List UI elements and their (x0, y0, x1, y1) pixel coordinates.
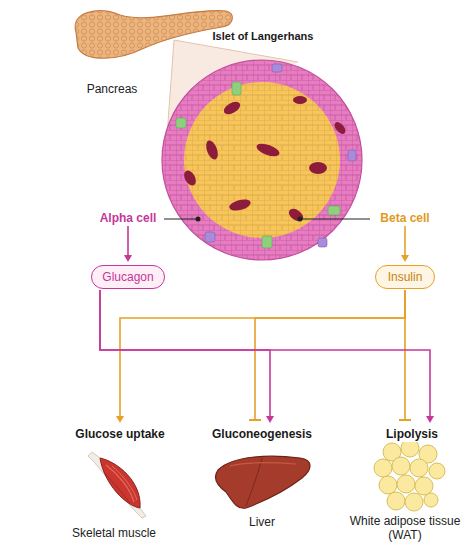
inhibit-bar (249, 419, 261, 421)
muscle-illustration (88, 452, 146, 518)
organ-label: Pancreas (67, 82, 157, 96)
node-text: Glucagon (102, 270, 153, 284)
node-text: Lipolysis (386, 427, 438, 441)
node-text: Insulin (388, 270, 423, 284)
node-text: Beta cell (380, 211, 429, 225)
connector-line (120, 290, 405, 417)
node-text: Alpha cell (100, 211, 157, 225)
tissue-label: Skeletal muscle (59, 526, 169, 540)
connector (100, 290, 434, 423)
leader-dot (298, 217, 303, 222)
connector-line (404, 290, 406, 420)
leader-line (164, 219, 196, 220)
connector-line (100, 290, 270, 417)
process-label: Lipolysis (383, 426, 441, 442)
cell-label: Alpha cell (100, 211, 157, 225)
connector (116, 290, 405, 423)
leader-line (302, 219, 370, 220)
connector (100, 290, 274, 423)
cell-label: Beta cell (380, 211, 429, 225)
inhibit-bar (399, 419, 411, 421)
connector-line (404, 226, 406, 256)
zoom-line (174, 40, 298, 62)
arrow-head (401, 255, 409, 262)
arrow-head (426, 416, 434, 423)
connector (399, 290, 411, 420)
node-text: Gluconeogenesis (212, 427, 312, 441)
node-text: Glucose uptake (75, 427, 164, 441)
connector (249, 290, 405, 420)
adipose-illustration (374, 439, 445, 511)
leader-dot (196, 217, 201, 222)
hormone-box: Glucagon (91, 265, 164, 289)
arrow-head (116, 416, 124, 423)
pancreas-organ (75, 11, 232, 59)
islet-title: Islet of Langerhans (198, 30, 328, 43)
hormone-box: Insulin (375, 265, 436, 289)
islet-illustration (162, 60, 362, 260)
connector-line (255, 290, 405, 420)
connector (124, 226, 132, 262)
process-label: Glucose uptake (72, 426, 167, 442)
connector-line (127, 226, 129, 256)
liver-illustration (216, 456, 310, 508)
tissue-label: White adipose tissue (WAT) (342, 514, 468, 543)
process-label: Gluconeogenesis (209, 426, 315, 442)
tissue-label: Liver (222, 515, 302, 529)
connector (401, 226, 409, 262)
arrow-head (266, 416, 274, 423)
connector-line (100, 290, 430, 417)
arrow-head (124, 255, 132, 262)
